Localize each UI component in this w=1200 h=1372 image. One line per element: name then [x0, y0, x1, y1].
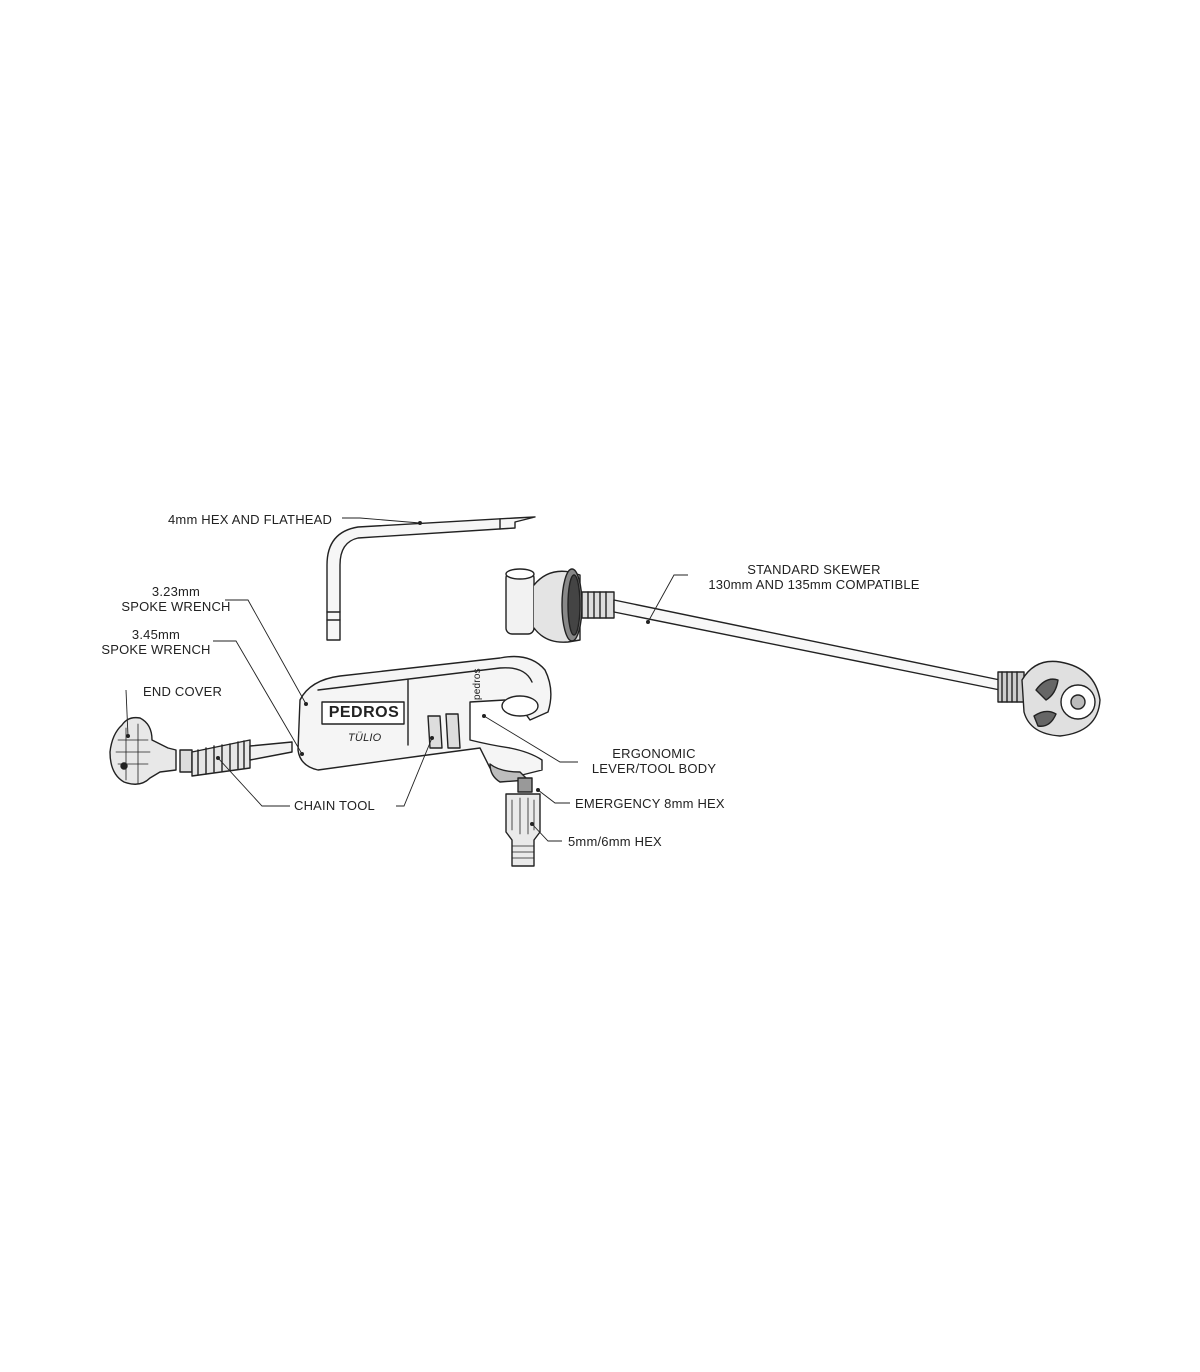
label-skewer: STANDARD SKEWER 130mm AND 135mm COMPATIB… — [683, 562, 945, 592]
label-chain-tool: CHAIN TOOL — [294, 798, 375, 813]
hex-flathead-key-part — [326, 516, 536, 641]
label-skewer-name: STANDARD SKEWER — [747, 562, 881, 577]
label-lever-body-b: LEVER/TOOL BODY — [591, 761, 717, 776]
label-spoke-wrench-345-name: SPOKE WRENCH — [101, 642, 211, 657]
label-hex-5-6: 5mm/6mm HEX — [568, 834, 662, 849]
label-hex-flathead: 4mm HEX AND FLATHEAD — [168, 512, 333, 527]
label-end-cover: END COVER — [143, 684, 223, 699]
label-spoke-wrench-323-name: SPOKE WRENCH — [121, 599, 231, 614]
label-skewer-compat: 130mm AND 135mm COMPATIBLE — [708, 577, 920, 592]
label-lever-body-a: ERGONOMIC — [612, 746, 696, 761]
label-emergency-hex: EMERGENCY 8mm HEX — [575, 796, 725, 811]
label-spoke-wrench-323-size: 3.23mm — [151, 584, 201, 599]
side-logo: pedros — [472, 668, 483, 700]
label-spoke-wrench-345: 3.45mm SPOKE WRENCH — [96, 627, 216, 657]
leader-lines — [125, 517, 688, 842]
hex-bit-part — [505, 777, 541, 867]
end-cover-part — [109, 716, 177, 785]
label-spoke-wrench-323: 3.23mm SPOKE WRENCH — [116, 584, 236, 614]
label-lever-body: ERGONOMIC LEVER/TOOL BODY — [584, 746, 724, 776]
brand-logo: PEDROS — [328, 704, 400, 721]
label-spoke-wrench-345-size: 3.45mm — [131, 627, 181, 642]
chain-tool-part — [179, 739, 293, 777]
model-logo: TÜLIO — [348, 732, 382, 744]
skewer-part — [505, 568, 1101, 737]
tool-body-part — [297, 655, 552, 783]
